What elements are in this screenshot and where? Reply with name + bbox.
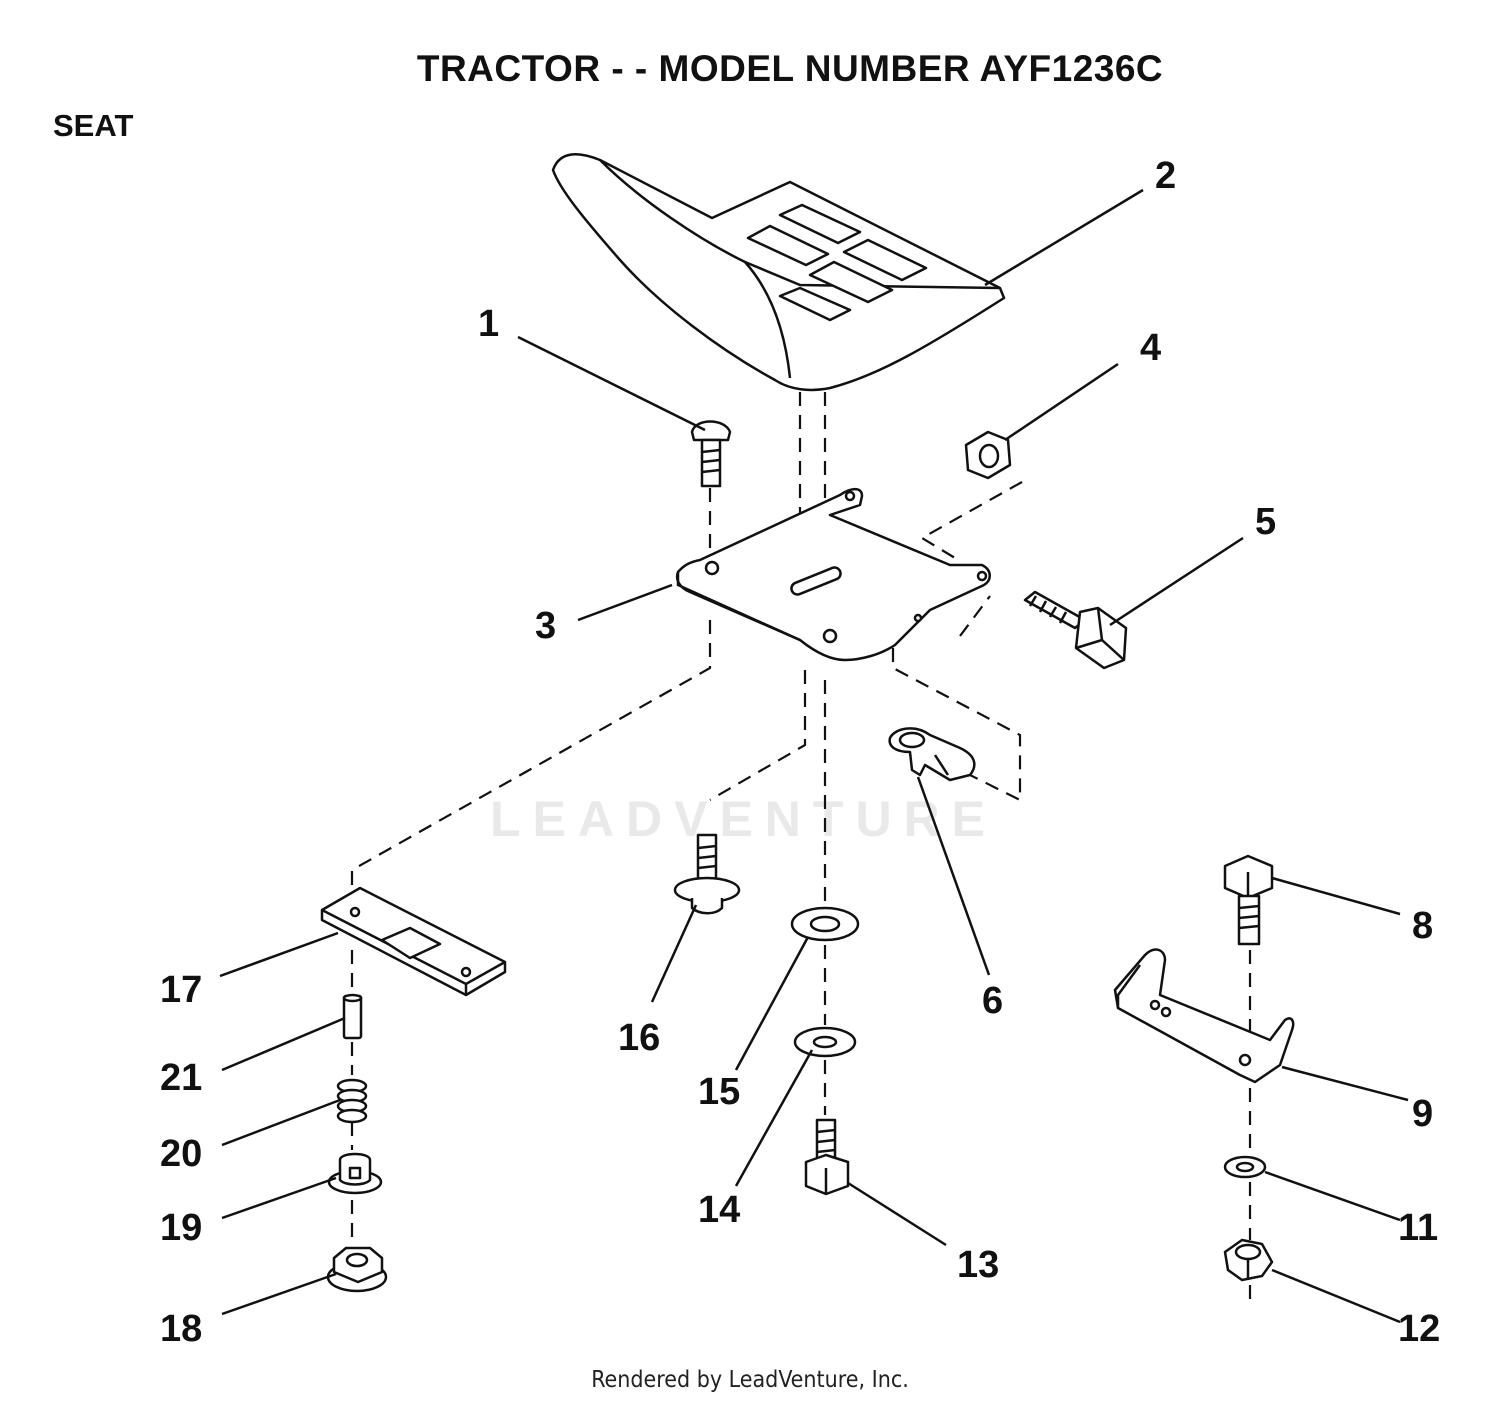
nut-part: [964, 430, 1012, 480]
shoulder-bolt-part: [673, 833, 741, 915]
seat-bracket-part: [675, 487, 991, 662]
spring-part: [336, 1078, 368, 1124]
callout-16: 16: [618, 1017, 660, 1059]
callout-1: 1: [478, 303, 499, 345]
callout-13: 13: [957, 1244, 999, 1286]
footer-credit: Rendered by LeadVenture, Inc.: [591, 1367, 909, 1393]
callout-6: 6: [982, 980, 1003, 1022]
callout-17: 17: [160, 969, 202, 1011]
seat-part: [551, 153, 1006, 392]
callout-5: 5: [1255, 501, 1276, 543]
lock-nut-part: [1223, 1238, 1274, 1282]
hex-bolt-large-part: [1223, 854, 1274, 946]
hex-bolt-small-part: [804, 1118, 850, 1196]
carriage-bolt-part: [690, 420, 732, 488]
callout-12: 12: [1398, 1308, 1440, 1350]
callout-labels: 1 2 3 4 5 6 8 9 11 12 13 14 15 16 17 18 …: [160, 155, 1440, 1350]
callout-8: 8: [1412, 905, 1433, 947]
knob-part: [327, 1152, 383, 1195]
callout-19: 19: [160, 1207, 202, 1249]
slide-rail-part: [320, 886, 507, 997]
washer-part: [1223, 1155, 1267, 1179]
diagram-title: TRACTOR - - MODEL NUMBER AYF1236C: [416, 48, 1164, 89]
watermark: LEADVENTURE: [490, 791, 998, 847]
angle-bracket-part: [1113, 948, 1295, 1084]
callout-20: 20: [160, 1133, 202, 1175]
seat-grip-pads: [746, 203, 928, 322]
callout-2: 2: [1155, 155, 1176, 197]
pin-part: [342, 993, 363, 1040]
section-label: SEAT: [53, 108, 134, 143]
hex-bolt-part: [1023, 590, 1128, 670]
lock-washer-part: [793, 1026, 857, 1058]
leader-lines: [219, 188, 1409, 1324]
callout-3: 3: [535, 605, 556, 647]
callout-4: 4: [1140, 327, 1161, 369]
callout-15: 15: [698, 1071, 740, 1113]
flange-nut-part: [326, 1246, 388, 1293]
callout-14: 14: [698, 1189, 740, 1231]
callout-9: 9: [1412, 1093, 1433, 1135]
callout-21: 21: [160, 1057, 202, 1099]
flat-washer-part: [790, 906, 860, 942]
switch-clip-part: [888, 727, 976, 782]
callout-18: 18: [160, 1308, 202, 1350]
callout-11: 11: [1398, 1207, 1438, 1249]
